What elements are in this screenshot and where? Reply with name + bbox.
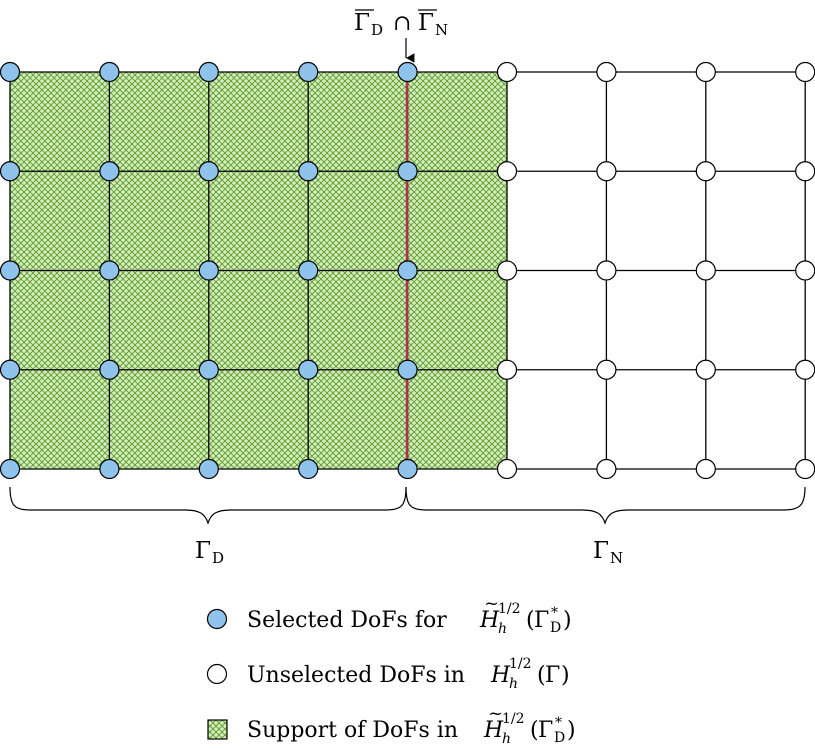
selected-dof-node — [298, 61, 319, 83]
svg-text:~: ~ — [484, 593, 499, 614]
unselected-dof-node — [596, 61, 617, 83]
selected-dof-node — [397, 260, 418, 281]
selected-dof-legend-marker — [206, 608, 228, 630]
selected-dof-node — [99, 359, 120, 380]
selected-dof-node — [397, 458, 418, 480]
selected-dof-node — [198, 359, 219, 380]
legend-unselected-label: Unselected DoFs in — [247, 663, 465, 688]
gamma-n-brace — [405, 486, 806, 525]
svg-text:D: D — [554, 730, 565, 746]
svg-text:): ) — [567, 718, 576, 743]
unselected-dof-node — [695, 359, 716, 380]
legend-unselected-math: H h 1/2 ( Γ ) — [490, 656, 570, 692]
unselected-dof-node — [695, 260, 716, 281]
selected-dof-node — [298, 458, 319, 480]
selected-dof-node — [198, 61, 219, 83]
svg-text:h: h — [509, 676, 518, 692]
unselected-dof-node — [596, 359, 617, 380]
svg-text:N: N — [435, 21, 448, 39]
unselected-dof-node — [795, 161, 815, 182]
unselected-dof-node — [496, 61, 518, 83]
unselected-dof-node — [496, 458, 518, 480]
gamma-d-brace — [9, 486, 407, 525]
selected-dof-node — [298, 260, 319, 281]
legend-support-label: Support of DoFs in — [247, 718, 458, 743]
unselected-dof-node — [496, 161, 518, 182]
unselected-dof-node — [795, 260, 815, 281]
unselected-dof-node — [596, 260, 617, 281]
svg-text:1/2: 1/2 — [498, 601, 521, 617]
svg-text:*: * — [555, 715, 562, 731]
svg-text:∩: ∩ — [393, 11, 411, 36]
selected-dof-node — [0, 161, 21, 182]
unselected-dof-node — [596, 458, 617, 480]
svg-text:~: ~ — [488, 703, 503, 724]
svg-text:H: H — [490, 663, 511, 688]
unselected-dof-node — [795, 61, 815, 83]
interface-label: Γ D ∩ Γ N — [354, 9, 448, 39]
svg-text:*: * — [551, 605, 558, 621]
selected-dof-node — [397, 61, 418, 83]
selected-dof-node — [99, 61, 120, 83]
unselected-dof-node — [596, 161, 617, 182]
svg-text:Γ: Γ — [354, 10, 370, 36]
unselected-dof-node — [695, 161, 716, 182]
svg-text:N: N — [610, 549, 623, 567]
gamma-d-label: Γ D — [195, 538, 224, 567]
selected-dof-node — [397, 161, 418, 182]
svg-text:h: h — [502, 731, 511, 747]
unselected-dof-node — [695, 61, 716, 83]
svg-text:1/2: 1/2 — [502, 711, 525, 727]
svg-text:D: D — [212, 549, 224, 567]
selected-dof-node — [198, 161, 219, 182]
support-legend-marker — [207, 719, 228, 740]
selected-dof-node — [397, 359, 418, 380]
gamma-n-label: Γ N — [593, 538, 623, 567]
svg-text:H: H — [479, 608, 500, 633]
svg-text:): ) — [563, 608, 572, 633]
legend-support-math: ~ H h 1/2 ( Γ * D ) — [483, 703, 576, 747]
svg-text:Γ: Γ — [545, 663, 560, 688]
selected-dof-node — [198, 260, 219, 281]
selected-dof-node — [198, 458, 219, 480]
selected-dof-node — [99, 161, 120, 182]
selected-dof-node — [0, 458, 21, 480]
unselected-dof-node — [695, 458, 716, 480]
svg-text:h: h — [498, 621, 507, 637]
unselected-dof-legend-marker — [206, 663, 228, 685]
dof-nodes — [0, 61, 815, 480]
legend: Selected DoFs for ~ H h 1/2 ( Γ * D ) Un… — [206, 593, 576, 747]
selected-dof-node — [298, 161, 319, 182]
svg-text:Γ: Γ — [593, 538, 609, 564]
unselected-dof-node — [496, 260, 518, 281]
svg-text:Γ: Γ — [534, 608, 549, 633]
svg-text:1/2: 1/2 — [509, 656, 532, 672]
svg-text:H: H — [483, 718, 504, 743]
selected-dof-node — [99, 458, 120, 480]
selected-dof-node — [99, 260, 120, 281]
svg-text:(: ( — [537, 663, 546, 688]
svg-text:D: D — [550, 620, 561, 636]
svg-text:Γ: Γ — [538, 718, 553, 743]
svg-text:Γ: Γ — [418, 10, 434, 36]
svg-text:): ) — [561, 663, 570, 688]
svg-text:Γ: Γ — [195, 538, 211, 564]
selected-dof-node — [298, 359, 319, 380]
unselected-dof-node — [795, 458, 815, 480]
selected-dof-node — [0, 61, 21, 83]
unselected-dof-node — [795, 359, 815, 380]
selected-dof-node — [0, 260, 21, 281]
svg-text:D: D — [371, 21, 383, 39]
selected-dof-node — [0, 359, 21, 380]
legend-selected-label: Selected DoFs for — [247, 608, 447, 633]
svg-text:(: ( — [530, 718, 539, 743]
svg-text:(: ( — [526, 608, 535, 633]
unselected-dof-node — [496, 359, 518, 380]
legend-selected-math: ~ H h 1/2 ( Γ * D ) — [479, 593, 572, 637]
